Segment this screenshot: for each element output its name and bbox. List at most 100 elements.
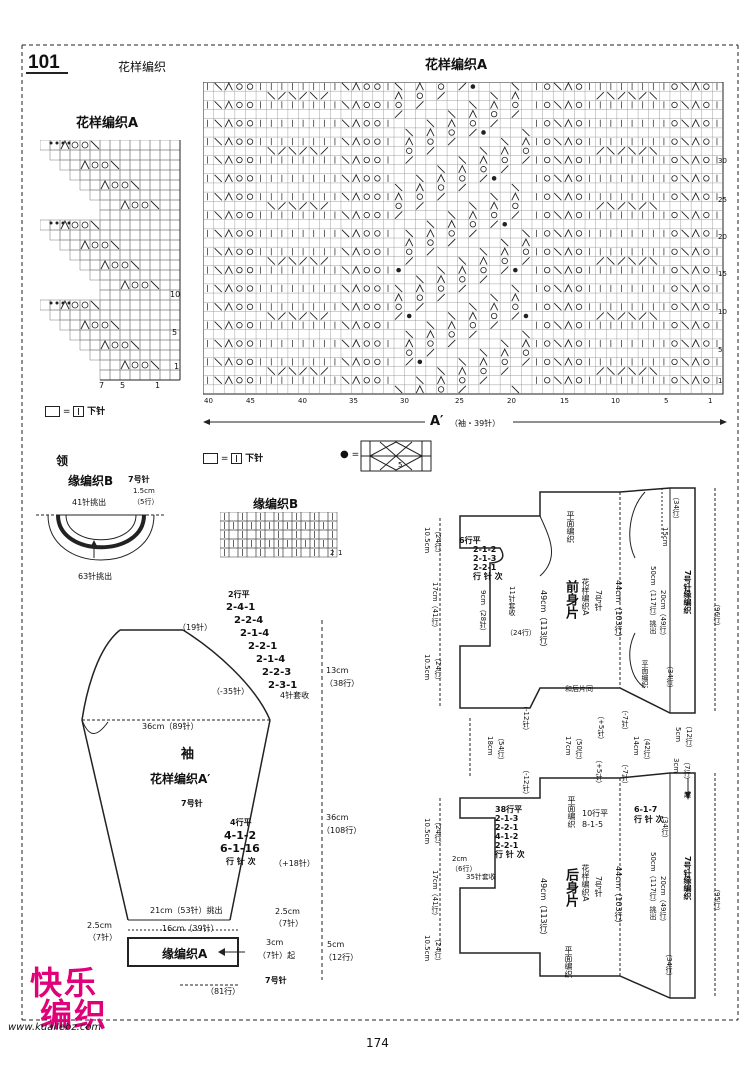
left-row-label-5: 5 bbox=[172, 328, 178, 337]
mid-h2-rows: （50行） bbox=[575, 734, 583, 764]
mid-start: 3cm bbox=[672, 758, 680, 774]
main-row-label-1: 1 bbox=[718, 377, 723, 385]
knit-symbol-icon bbox=[73, 406, 85, 417]
back-plain-bottom: 平面编织 bbox=[564, 946, 573, 978]
sleeve-cap-rows: （38行） bbox=[325, 679, 360, 688]
sleeve-needle: 7号针 bbox=[181, 799, 203, 808]
main-col-label-6: 25 bbox=[455, 397, 464, 405]
left-row-label-1: 1 bbox=[174, 362, 180, 371]
front-pattern: 花样编织A bbox=[581, 578, 590, 616]
back-h2-rows: （6行） bbox=[451, 865, 477, 873]
back-neck-0: 38行平 bbox=[495, 805, 523, 814]
front-h3-rows: （24行） bbox=[434, 654, 442, 684]
collar-title: 领 bbox=[56, 454, 69, 468]
edge-b-chart bbox=[220, 512, 338, 558]
main-col-label-5: 30 bbox=[400, 397, 409, 405]
sleeve-shape-3: 2-1-4 bbox=[240, 628, 270, 639]
front-pickup2: 20cm（49行） bbox=[659, 590, 667, 640]
cable-symbol-icon: 5 bbox=[360, 440, 432, 472]
sleeve-shape-5: 2-1-4 bbox=[256, 654, 286, 665]
page-footer-number: 174 bbox=[366, 1036, 389, 1050]
back-h4: 10.5cm bbox=[423, 935, 431, 962]
back-h4-rows: （24行） bbox=[434, 935, 442, 965]
legend-knit: = 下针 bbox=[45, 404, 105, 417]
sleeve-inc-lines: 4行平 4-1-2 6-1-16 行 针 次 bbox=[218, 816, 260, 868]
sleeve-len: 36cm bbox=[326, 813, 349, 822]
front-edge-rows: （34行） bbox=[672, 493, 680, 523]
sleeve-edge-h: 3cm bbox=[266, 938, 284, 947]
front-neck-rows: （24行） bbox=[506, 629, 536, 637]
back-h1-rows: （24行） bbox=[434, 818, 442, 848]
sleeve-side-l-sts: （7针） bbox=[88, 933, 118, 942]
front-neck-castoff: 11针套收 bbox=[508, 586, 516, 616]
front-body-h: 49cm（113行） bbox=[539, 590, 548, 652]
front-edge-rows2: （34行） bbox=[666, 662, 674, 692]
legend-eq-2: = bbox=[220, 454, 229, 464]
back-total-rows: （95行） bbox=[713, 885, 721, 915]
back-right-lines: 6-1-7 行 针 次 bbox=[634, 805, 664, 825]
front-h2: 17cm（41行） bbox=[431, 582, 439, 632]
mid-h3-rows: （42行） bbox=[643, 734, 651, 764]
front-h1-rows: （24行） bbox=[434, 527, 442, 557]
main-row-label-20: 20 bbox=[718, 233, 727, 241]
main-row-label-5: 5 bbox=[718, 346, 723, 354]
collar-pickup-bottom: 63针挑出 bbox=[78, 572, 113, 581]
collar-diagram bbox=[36, 514, 166, 561]
left-col-label-5: 5 bbox=[120, 381, 126, 390]
main-col-label-8: 15 bbox=[560, 397, 569, 405]
front-same-note: 和后片同 bbox=[565, 685, 593, 693]
sleeve-shape-7: 2-3-1 bbox=[268, 680, 298, 691]
main-stitch-chart bbox=[203, 82, 724, 395]
main-row-label-10: 10 bbox=[718, 308, 727, 316]
collar-height: 1.5cm bbox=[133, 487, 155, 495]
mid-start-rows: （7行） bbox=[683, 758, 691, 784]
back-neck-lines: 38行平 2-1-3 2-2-1 4-1-2 2-2-1 行 针 次 bbox=[495, 805, 525, 859]
back-pickup: 50cm（117行）挑出 bbox=[649, 852, 657, 920]
main-col-label-1: 40 bbox=[204, 397, 213, 405]
back-name: 后身片 bbox=[563, 868, 578, 907]
front-needle: 7号针 bbox=[594, 590, 603, 612]
main-chart-title: 花样编织A bbox=[425, 58, 488, 73]
front-total-rows: （96行） bbox=[713, 600, 721, 630]
sleeve-inc-3: 行 针 次 bbox=[226, 857, 256, 866]
front-plain2: 平面编织 bbox=[641, 660, 649, 688]
main-row-label-25: 25 bbox=[718, 196, 727, 204]
back-h2: 2cm bbox=[452, 855, 468, 863]
front-inc-l: （+5针） bbox=[597, 712, 605, 744]
front-neck-1: 2-1-2 bbox=[473, 545, 497, 554]
front-body-h2: 44cm（103行） bbox=[614, 580, 623, 642]
back-body-h: 49cm（113行） bbox=[539, 878, 548, 940]
front-edge-h: 15cm bbox=[661, 527, 669, 547]
site-logo-bottom: 编织 bbox=[40, 996, 109, 1034]
page-number-label: 101 bbox=[28, 52, 60, 73]
body-outline bbox=[439, 487, 716, 999]
sleeve-inc-0: 4行平 bbox=[230, 818, 252, 827]
mid-h1: 18cm bbox=[486, 736, 494, 756]
collar-needle: 7号针 bbox=[128, 475, 150, 484]
front-neck-3: 2-2-1 bbox=[473, 563, 497, 572]
mid-dec: （-7针） bbox=[621, 760, 629, 788]
main-col-label-4: 35 bbox=[349, 397, 358, 405]
back-center: 10行平 bbox=[582, 809, 609, 818]
sleeve-castoff: 4针套收 bbox=[280, 691, 310, 700]
collar-height-rows: （5行） bbox=[133, 498, 159, 506]
left-row-label-10: 10 bbox=[170, 290, 181, 299]
mid-h1-rows: （54行） bbox=[497, 734, 505, 764]
legend-dot: ● = bbox=[340, 449, 359, 460]
legend-knit-2: = 下针 bbox=[203, 451, 263, 464]
sleeve-cap-h: 13cm bbox=[326, 666, 349, 675]
site-logo-top: 快乐 bbox=[30, 964, 99, 1002]
sleeve-shape-2: 2-2-4 bbox=[234, 615, 264, 626]
back-neck-5: 行 针 次 bbox=[495, 850, 525, 859]
collar-name: 缘编织B bbox=[68, 474, 114, 488]
sleeve-bottom-needle: 7号针 bbox=[265, 976, 287, 985]
back-pickup2: 20cm（49行） bbox=[659, 876, 667, 926]
main-col-label-7: 20 bbox=[507, 397, 516, 405]
back-neck-4: 2-2-1 bbox=[495, 841, 519, 850]
site-url[interactable]: www.kuailebz.com bbox=[8, 1022, 102, 1033]
sleeve-edge-start: （7针）起 bbox=[258, 951, 296, 960]
front-dec-l: （-12针） bbox=[522, 702, 530, 735]
mid-h4: 5cm bbox=[674, 727, 682, 743]
front-neck-2: 2-1-3 bbox=[473, 554, 497, 563]
sleeve-cuff-inner: 16cm（39针） bbox=[162, 924, 219, 933]
